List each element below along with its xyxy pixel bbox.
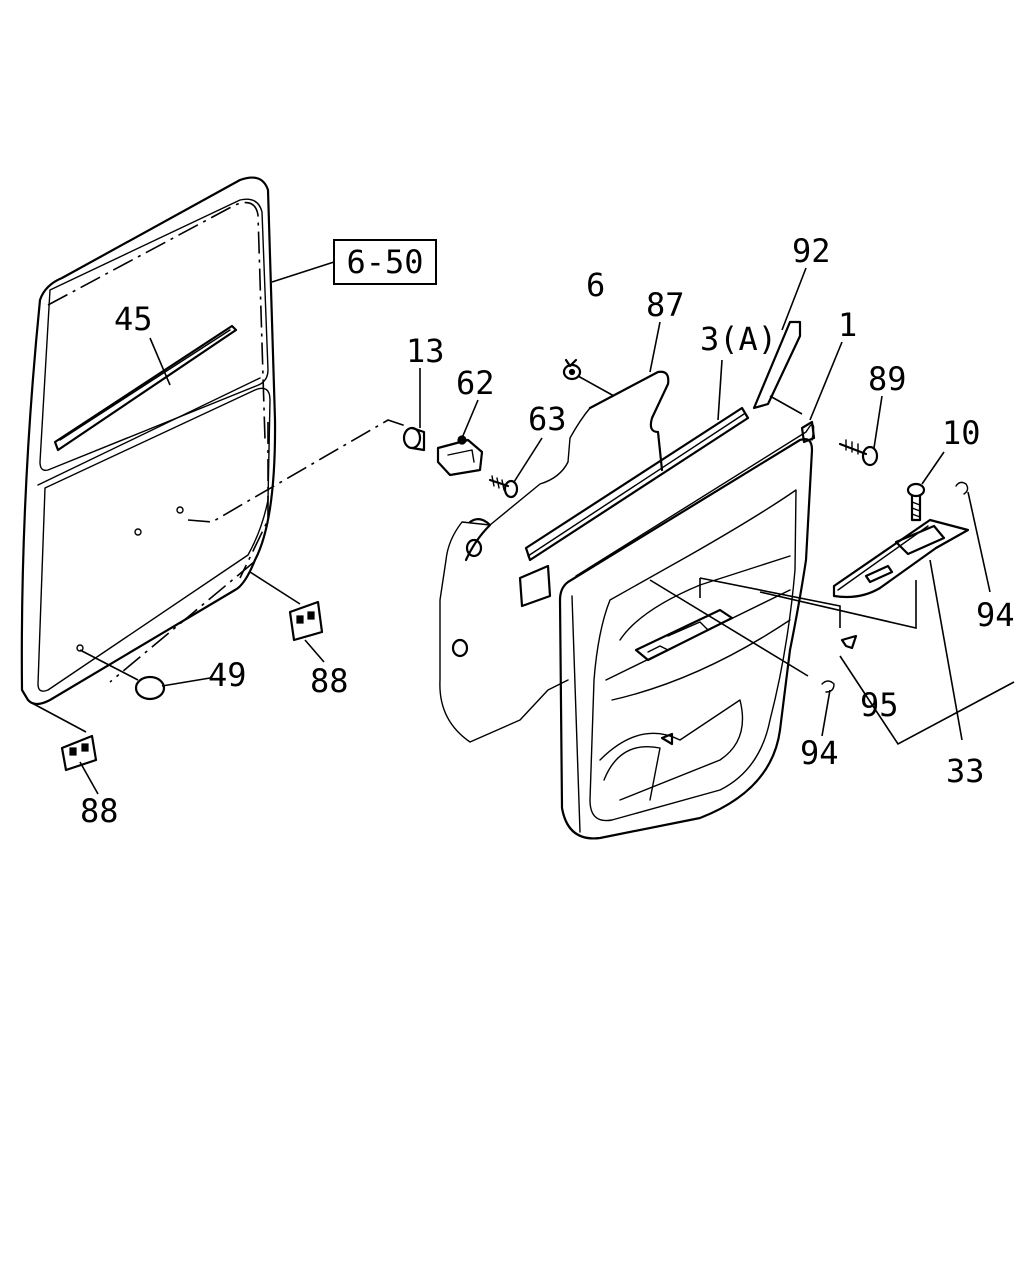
- callout-1: 1: [838, 306, 857, 344]
- callout-92: 92: [792, 232, 831, 270]
- clip-95: [840, 634, 858, 650]
- switch-panel-33: [832, 518, 970, 599]
- callout-94-lower: 94: [800, 734, 839, 772]
- callout-62: 62: [456, 364, 495, 402]
- clip-94-lower: [821, 680, 835, 693]
- molding-3a: [524, 406, 750, 562]
- callout-87: 87: [646, 286, 685, 324]
- callout-88-lower: 88: [80, 792, 119, 830]
- ref-box-label: 6-50: [346, 243, 423, 281]
- callout-3a: 3(A): [700, 320, 777, 358]
- clip-88-upper: [288, 600, 324, 642]
- sticker-tag: [518, 564, 552, 608]
- door-shell: [20, 176, 277, 706]
- clip-88-lower: [60, 734, 98, 772]
- clip-6: [562, 358, 582, 381]
- callout-63: 63: [528, 400, 567, 438]
- seal-87: [439, 370, 670, 743]
- bushing-13: [402, 426, 426, 452]
- callout-10: 10: [942, 414, 981, 452]
- screw-10: [906, 482, 926, 522]
- leader-lines: [29, 261, 1015, 795]
- callout-33: 33: [946, 752, 985, 790]
- plug-49: [134, 675, 166, 701]
- callout-95: 95: [860, 686, 899, 724]
- callout-6: 6: [586, 266, 605, 304]
- window-channel-45: [53, 324, 238, 452]
- callout-94-right: 94: [976, 596, 1015, 634]
- ref-box-6-50: [333, 239, 437, 285]
- clip-94-right: [955, 481, 969, 495]
- callout-49: 49: [208, 656, 247, 694]
- strip-92: [752, 320, 802, 410]
- screw-63: [488, 475, 519, 499]
- screw-89: [838, 439, 879, 467]
- callout-89: 89: [868, 360, 907, 398]
- trim-panel-1: [558, 420, 816, 840]
- callout-88-upper: 88: [310, 662, 349, 700]
- callout-45: 45: [114, 300, 153, 338]
- bracket-62: [436, 435, 484, 477]
- callout-13: 13: [406, 332, 445, 370]
- callout-labels: 45 13 62 63 6 87 3(A) 92 1 89 10 94 94 9…: [80, 232, 1015, 830]
